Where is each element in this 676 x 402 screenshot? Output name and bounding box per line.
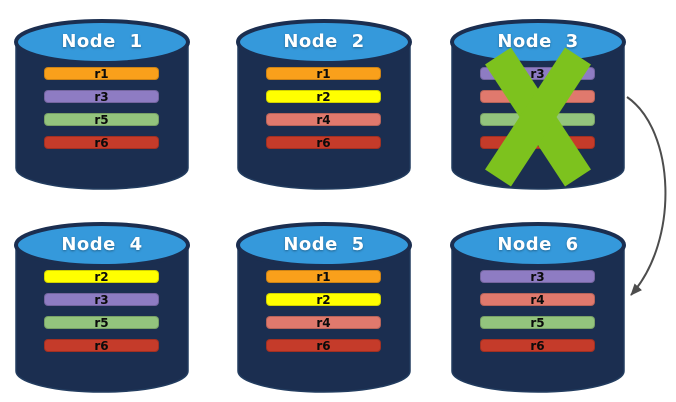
database-node: Node 4 r2 r3 r5 r6: [13, 213, 191, 394]
replica-bar: r4: [266, 316, 381, 329]
replica-bar: r5: [480, 113, 595, 126]
replica-bar-label: r4: [530, 292, 545, 307]
replica-bar-label: r3: [530, 269, 545, 284]
replica-bar: r6: [266, 136, 381, 149]
replica-bar-label: r6: [94, 135, 109, 150]
replica-bar: r3: [44, 90, 159, 103]
replica-bar: r4: [480, 90, 595, 103]
replica-bar-label: r5: [94, 112, 109, 127]
replica-bar-list: r3 r4 r5 r6: [480, 67, 595, 159]
replica-bar: r3: [44, 293, 159, 306]
replica-bar: r1: [44, 67, 159, 80]
replica-bar: r3: [480, 270, 595, 283]
replica-bar-label: r4: [530, 89, 545, 104]
replica-bar: r4: [266, 113, 381, 126]
replica-bar-label: r4: [316, 315, 331, 330]
replica-bar: r4: [480, 293, 595, 306]
replica-bar-label: r2: [316, 89, 331, 104]
replica-bar-label: r2: [316, 292, 331, 307]
node-title: Node 5: [283, 234, 365, 255]
node-title: Node 6: [497, 234, 579, 255]
replica-bar: r5: [480, 316, 595, 329]
replica-bar-label: r2: [94, 269, 109, 284]
replica-bar-label: r6: [530, 135, 545, 150]
replica-bar-list: r2 r3 r5 r6: [44, 270, 159, 362]
database-node: Node 3 r3 r4 r5 r6: [449, 10, 627, 191]
replica-bar-list: r1 r2 r4 r6: [266, 270, 381, 362]
replica-bar-label: r6: [316, 135, 331, 150]
node-title: Node 2: [283, 31, 365, 52]
replica-bar-label: r1: [316, 66, 331, 81]
replica-bar-label: r6: [94, 338, 109, 353]
replica-bar-label: r5: [530, 315, 545, 330]
replica-bar: r5: [44, 316, 159, 329]
replica-bar-label: r5: [530, 112, 545, 127]
replica-bar-label: r3: [94, 89, 109, 104]
replica-bar-label: r4: [316, 112, 331, 127]
replica-bar-label: r3: [94, 292, 109, 307]
replica-bar: r6: [480, 136, 595, 149]
replica-bar-label: r6: [316, 338, 331, 353]
replica-bar-label: r5: [94, 315, 109, 330]
replica-bar: r5: [44, 113, 159, 126]
replica-bar-label: r6: [530, 338, 545, 353]
replica-bar: r6: [44, 339, 159, 352]
replica-bar: r6: [44, 136, 159, 149]
replica-bar-list: r3 r4 r5 r6: [480, 270, 595, 362]
database-node: Node 2 r1 r2 r4 r6: [235, 10, 413, 191]
replica-bar: r6: [266, 339, 381, 352]
replica-bar: r3: [480, 67, 595, 80]
replica-bar-label: r1: [94, 66, 109, 81]
replica-bar: r6: [480, 339, 595, 352]
replica-bar: r2: [266, 90, 381, 103]
database-node: Node 1 r1 r3 r5 r6: [13, 10, 191, 191]
replica-bar-label: r3: [530, 66, 545, 81]
replica-bar: r2: [266, 293, 381, 306]
replica-bar: r2: [44, 270, 159, 283]
node-title: Node 1: [61, 31, 143, 52]
replica-bar-list: r1 r2 r4 r6: [266, 67, 381, 159]
replica-bar-list: r1 r3 r5 r6: [44, 67, 159, 159]
database-node: Node 6 r3 r4 r5 r6: [449, 213, 627, 394]
replica-bar-label: r1: [316, 269, 331, 284]
replica-bar: r1: [266, 270, 381, 283]
database-node: Node 5 r1 r2 r4 r6: [235, 213, 413, 394]
node-title: Node 3: [497, 31, 579, 52]
node-title: Node 4: [61, 234, 143, 255]
replica-bar: r1: [266, 67, 381, 80]
